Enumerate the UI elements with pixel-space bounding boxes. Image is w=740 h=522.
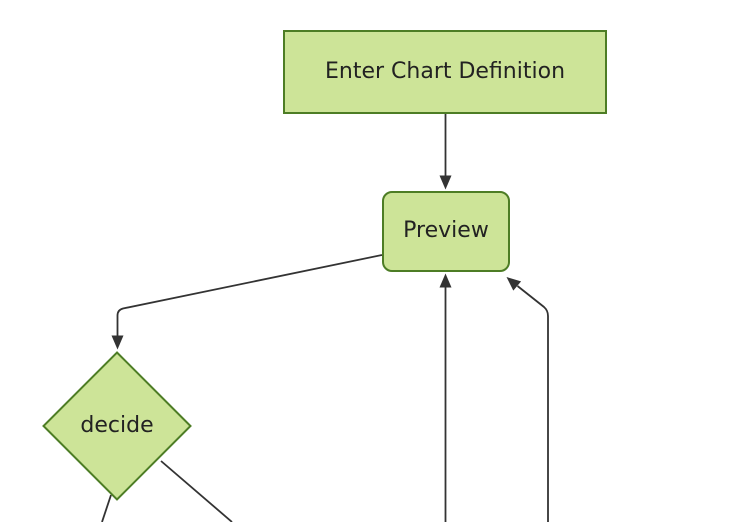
arrowhead-offscreen-center-to-preview-icon (439, 273, 452, 288)
arrowhead-enter-to-preview-icon (439, 175, 452, 190)
diamond-shape (42, 351, 192, 501)
node-enter-chart-definition: Enter Chart Definition (283, 30, 607, 114)
node-preview: Preview (382, 191, 510, 272)
edge-offscreen-right-to-preview (516, 285, 549, 522)
node-decide: decide (42, 351, 192, 501)
node-decide-label: decide (80, 412, 154, 438)
arrowhead-offscreen-right-to-preview-icon (506, 277, 522, 291)
arrowhead-preview-to-decide-icon (111, 335, 124, 350)
edge-decide-to-offscreen-right (160, 460, 233, 522)
edge-preview-to-decide (116, 254, 383, 337)
node-preview-label: Preview (403, 218, 489, 244)
node-enter-chart-definition-label: Enter Chart Definition (324, 58, 566, 84)
edge-decide-to-offscreen-left (101, 494, 112, 522)
